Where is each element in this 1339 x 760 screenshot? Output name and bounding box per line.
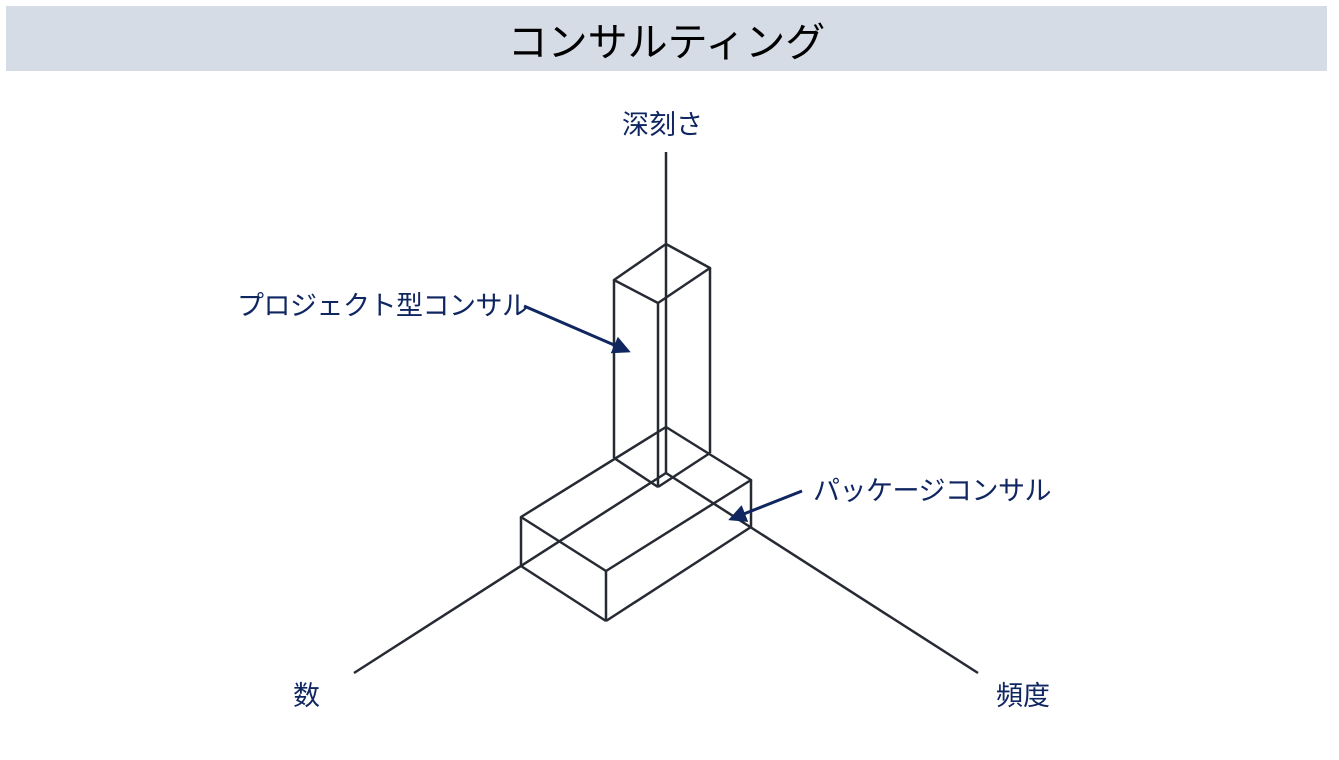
axis-label-count: 数	[293, 681, 320, 712]
callout-package-consulting: パッケージコンサル	[813, 476, 1051, 507]
tall-box	[612, 242, 712, 489]
arrow-package	[728, 489, 803, 522]
axis-label-severity: 深刻さ	[622, 110, 703, 141]
base-box	[519, 425, 753, 623]
arrow-project	[523, 304, 631, 354]
axis-label-frequency: 頻度	[996, 681, 1050, 712]
title-bar: コンサルティング	[6, 6, 1327, 71]
axis-right	[665, 471, 979, 675]
axis-left	[353, 471, 667, 675]
slide-title: コンサルティング	[507, 19, 826, 66]
callout-project-consulting: プロジェクト型コンサル	[237, 291, 529, 322]
